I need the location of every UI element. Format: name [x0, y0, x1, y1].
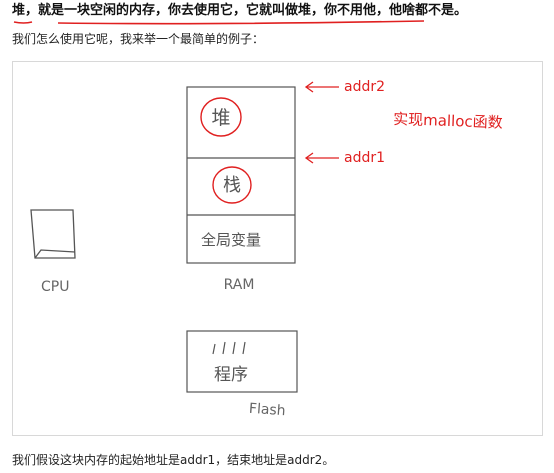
- flash-label: Flash: [248, 401, 286, 420]
- ram-box: [186, 86, 296, 264]
- cpu-label: CPU: [41, 279, 69, 295]
- ram-label: RAM: [224, 277, 255, 293]
- program-label: 程序: [214, 365, 248, 385]
- flash-box: [186, 330, 298, 393]
- heap-circle: [200, 97, 242, 137]
- addr1-arrow: [304, 152, 339, 164]
- addr2-arrow: [304, 81, 339, 93]
- cpu-box: [30, 209, 76, 259]
- heap-label: 堆: [211, 107, 230, 129]
- red-underline-annotation: [13, 20, 425, 25]
- program-lines-icon: [212, 341, 246, 355]
- intro-text: 堆，就是一块空闲的内存，你去使用它，它就叫做堆，你不用他，他啥都不是。: [12, 3, 468, 18]
- memory-diagram: 堆 栈 全局变量 RAM addr2 addr1 实现malloc函数 CPU: [12, 61, 543, 436]
- malloc-note: 实现malloc函数: [393, 110, 503, 132]
- globals-label: 全局变量: [201, 231, 261, 249]
- footer-text: 我们假设这块内存的起始地址是addr1，结束地址是addr2。: [12, 453, 335, 467]
- addr2-label: addr2: [344, 79, 385, 95]
- addr1-label: addr1: [344, 150, 385, 166]
- stack-circle: [212, 166, 252, 204]
- memory-sketch: 堆 栈 全局变量 RAM addr2 addr1 实现malloc函数 CPU: [30, 79, 503, 420]
- stack-label: 栈: [223, 175, 241, 196]
- subtitle-text: 我们怎么使用它呢，我来举一个最简单的例子：: [12, 32, 265, 46]
